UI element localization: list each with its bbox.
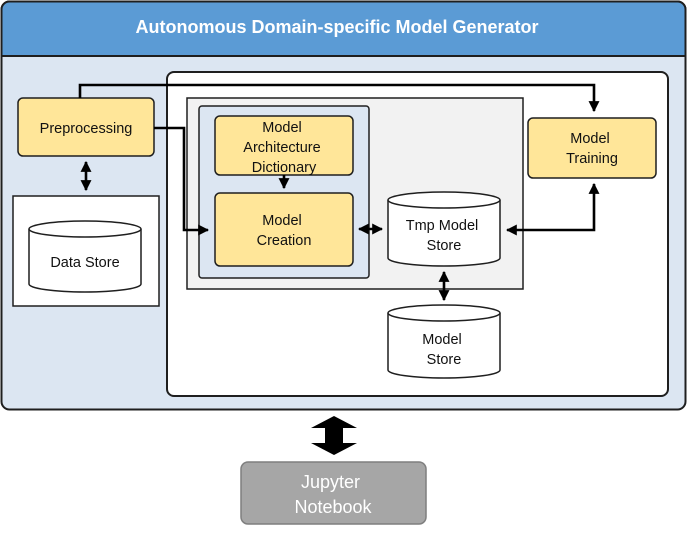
preprocessing-node[interactable]: Preprocessing bbox=[17, 97, 155, 157]
model-store-cylinder[interactable]: Model Store bbox=[387, 304, 501, 379]
model-creation-node[interactable]: Model Creation bbox=[214, 192, 354, 267]
model-architecture-dictionary-node[interactable]: Model Architecture Dictionary bbox=[214, 115, 354, 176]
jupyter-notebook-line-2: Notebook bbox=[294, 497, 372, 517]
svg-text:Tmp Model Store: Tmp Model Store bbox=[406, 218, 483, 254]
svg-text:Model Creation: Model Creation bbox=[257, 213, 312, 249]
model-architecture-dictionary-line-3: Dictionary bbox=[252, 160, 317, 176]
data-store-label: Data Store bbox=[50, 255, 119, 271]
svg-text:Jupyter Notebook: Jupyter Notebook bbox=[294, 472, 372, 517]
model-creation-line-1: Model bbox=[262, 213, 302, 229]
model-training-line-1: Model bbox=[570, 131, 610, 147]
model-training-node[interactable]: Model Training bbox=[527, 117, 657, 179]
generator-jupyter-double-arrow bbox=[311, 416, 357, 455]
model-architecture-dictionary-line-2: Architecture bbox=[243, 140, 320, 156]
jupyter-notebook-node[interactable]: Jupyter Notebook bbox=[240, 461, 427, 525]
model-architecture-dictionary-line-1: Model bbox=[262, 120, 302, 136]
data-store-cylinder[interactable]: Data Store bbox=[28, 220, 142, 293]
model-store-line-1: Model bbox=[422, 332, 462, 348]
title-bar bbox=[0, 0, 687, 57]
preprocessing-label: Preprocessing bbox=[40, 121, 133, 137]
tmp-model-store-line-2: Store bbox=[427, 238, 462, 254]
arrow-tmp-store-training bbox=[505, 182, 600, 236]
svg-text:Model Architecture: Model Architecture Dictionary bbox=[243, 120, 324, 176]
diagram-title: Autonomous Domain-specific Model Generat… bbox=[135, 17, 538, 37]
model-creation-line-2: Creation bbox=[257, 233, 312, 249]
tmp-model-store-cylinder[interactable]: Tmp Model Store bbox=[387, 191, 501, 267]
svg-text:Model Store: Model Store bbox=[422, 332, 466, 368]
model-store-line-2: Store bbox=[427, 352, 462, 368]
arrow-preprocessing-to-creation bbox=[154, 126, 210, 236]
model-training-line-2: Training bbox=[566, 151, 618, 167]
tmp-model-store-line-1: Tmp Model bbox=[406, 218, 479, 234]
arrow-preprocessing-to-training bbox=[78, 83, 600, 113]
svg-text:Model Training: Model Training bbox=[566, 131, 618, 167]
jupyter-notebook-line-1: Jupyter bbox=[301, 472, 360, 492]
